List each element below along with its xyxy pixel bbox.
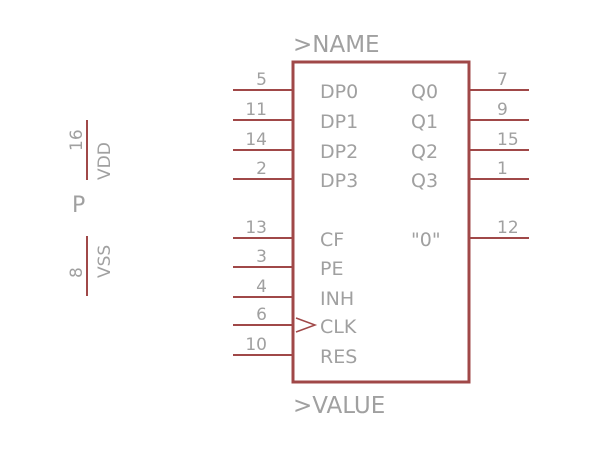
pin-number: 5 <box>256 70 267 90</box>
pin-label: DP1 <box>320 111 358 133</box>
pin-label: Q2 <box>411 141 438 163</box>
pin-number: 2 <box>256 159 267 179</box>
right-pin: 7Q0 <box>411 70 529 103</box>
power-prefix-label: P <box>72 193 85 218</box>
pin-number: 9 <box>497 100 508 120</box>
pin-label: DP0 <box>320 81 358 103</box>
pin-label: DP2 <box>320 141 358 163</box>
pin-label: Q0 <box>411 81 438 103</box>
vss-pin-number: 8 <box>67 267 87 278</box>
pin-label: Q3 <box>411 170 438 192</box>
pin-number: 6 <box>256 305 267 325</box>
part-name-label: >NAME <box>293 32 380 58</box>
pin-number: 4 <box>256 277 267 297</box>
part-value-label: >VALUE <box>293 393 385 419</box>
pin-number: 12 <box>497 218 519 238</box>
pin-number: 13 <box>245 218 267 238</box>
pin-number: 10 <box>245 335 267 355</box>
right-pin: 9Q1 <box>411 100 529 133</box>
pin-number: 7 <box>497 70 508 90</box>
clock-marker <box>295 317 318 333</box>
pin-label: INH <box>320 288 354 310</box>
pin-label: RES <box>320 346 357 368</box>
ic-body <box>291 60 471 384</box>
pin-number: 15 <box>497 130 519 150</box>
pin-label: "0" <box>411 229 441 251</box>
pin-number: 14 <box>245 130 267 150</box>
pin-number: 3 <box>256 247 267 267</box>
vdd-pin-number: 16 <box>67 129 87 151</box>
pin-label: DP3 <box>320 170 358 192</box>
right-pin: 1Q3 <box>411 159 529 192</box>
power-pin-group: P 16 VDD 8 VSS <box>67 120 115 296</box>
pin-label: PE <box>320 258 343 280</box>
left-pin: 3PE <box>233 247 343 280</box>
pin-label: CF <box>320 229 344 251</box>
right-pin: 12 "0" <box>411 218 529 251</box>
pin-label: Q1 <box>411 111 438 133</box>
pin-label: CLK <box>320 316 357 338</box>
vss-pin-label: VSS <box>95 245 115 278</box>
vdd-pin-label: VDD <box>95 142 115 180</box>
pin-number: 1 <box>497 159 508 179</box>
pin-number: 11 <box>245 100 267 120</box>
